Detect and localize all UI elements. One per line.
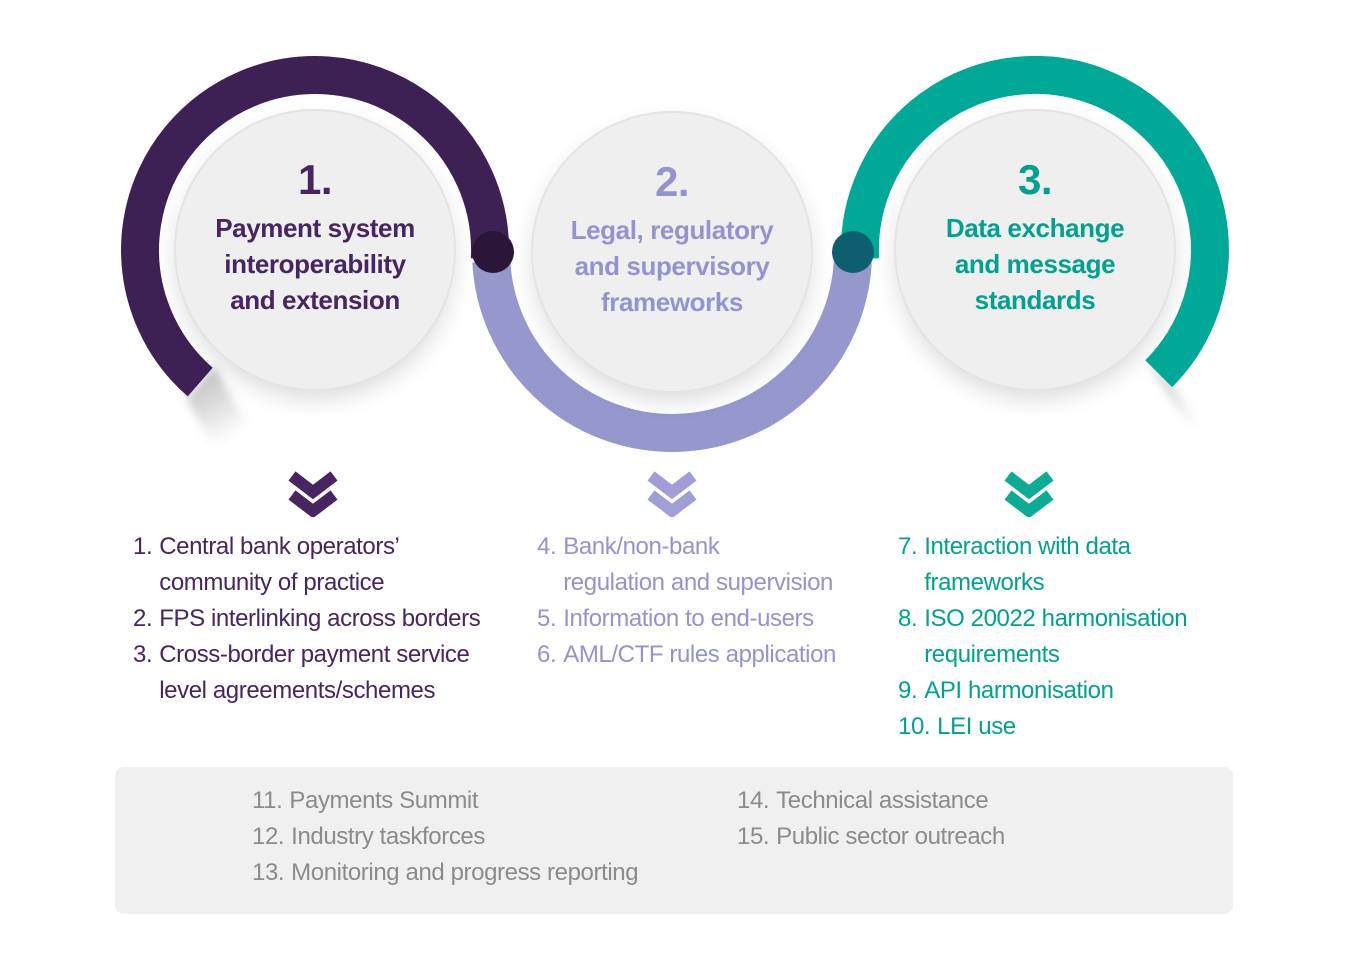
item-text: LEI use	[937, 713, 1016, 740]
ring-3-end-shadow	[1146, 359, 1207, 440]
item-text: regulation and supervision	[563, 569, 834, 596]
item-text: Cross-border payment service	[159, 641, 470, 668]
list-item: 4. Bank/non-bank regulation and supervis…	[537, 529, 836, 601]
chevron-down-icon	[647, 471, 697, 517]
item-text: requirements	[924, 641, 1060, 668]
list-item: 5. Information to end-users	[537, 601, 836, 637]
item-number: 15.	[737, 823, 770, 850]
list-item: 2. FPS interlinking across borders	[133, 601, 481, 637]
footer-list-left: 11. Payments Summit 12. Industry taskfor…	[252, 783, 639, 891]
list-item: 9. API harmonisation	[898, 673, 1187, 709]
pillar-3-action-list: 7. Interaction with data frameworks 8. I…	[898, 529, 1188, 745]
item-number: 11.	[252, 787, 283, 814]
list-item: 7. Interaction with data frameworks	[898, 529, 1187, 601]
list-item: 12. Industry taskforces	[252, 819, 638, 855]
junction-dot-1	[472, 231, 514, 273]
item-number: 10.	[898, 713, 931, 740]
item-text: FPS interlinking across borders	[159, 605, 481, 632]
ring-2-arc	[472, 260, 872, 452]
item-text: ISO 20022 harmonisation	[924, 605, 1188, 632]
item-text: Technical assistance	[776, 787, 989, 814]
item-text: Central bank operators’	[159, 533, 400, 560]
chevron-down-icon	[1004, 471, 1054, 517]
item-text: Public sector outreach	[776, 823, 1005, 850]
item-text: Monitoring and progress reporting	[291, 859, 639, 886]
ring-1-arc	[121, 56, 510, 397]
item-text: Interaction with data	[924, 533, 1131, 560]
item-text: AML/CTF rules application	[563, 641, 836, 668]
item-text: API harmonisation	[924, 677, 1114, 704]
item-number: 6.	[537, 641, 557, 668]
item-number: 3.	[133, 641, 153, 668]
circle-2-background	[531, 111, 813, 393]
item-number: 4.	[537, 533, 557, 560]
item-text: community of practice	[159, 569, 385, 596]
list-item: 13. Monitoring and progress reporting	[252, 855, 639, 891]
ring-1-end-shadow	[186, 366, 246, 454]
item-text: level agreements/schemes	[159, 677, 436, 704]
item-text: Information to end-users	[563, 605, 814, 632]
item-number: 13.	[252, 859, 285, 886]
item-number: 7.	[898, 533, 918, 560]
item-text: frameworks	[924, 569, 1045, 596]
item-number: 12.	[252, 823, 285, 850]
list-item: 15. Public sector outreach	[737, 819, 1005, 855]
cross-cutting-panel: 11. Payments Summit 12. Industry taskfor…	[115, 767, 1233, 914]
item-text: Bank/non-bank	[563, 533, 720, 560]
junction-dot-2	[832, 231, 874, 273]
footer-list-right: 14. Technical assistance 15. Public sect…	[737, 783, 1005, 855]
item-number: 1.	[133, 533, 153, 560]
circle-1-background	[174, 109, 456, 391]
item-number: 2.	[133, 605, 153, 632]
item-number: 5.	[537, 605, 557, 632]
list-item: 6. AML/CTF rules application	[537, 637, 836, 673]
circle-3-background	[894, 109, 1176, 391]
pillar-1-action-list: 1. Central bank operators’ community of …	[133, 529, 481, 709]
list-item: 10. LEI use	[898, 709, 1187, 745]
item-number: 14.	[737, 787, 770, 814]
pillar-2-action-list: 4. Bank/non-bank regulation and supervis…	[537, 529, 836, 673]
chevron-down-icon	[288, 471, 338, 517]
item-text: Industry taskforces	[291, 823, 485, 850]
list-item: 8. ISO 20022 harmonisation requirements	[898, 601, 1188, 673]
ring-3-arc	[840, 55, 1229, 388]
list-item: 11. Payments Summit	[252, 783, 638, 819]
list-item: 14. Technical assistance	[737, 783, 1005, 819]
list-item: 3. Cross-border payment service level ag…	[133, 637, 480, 709]
item-text: Payments Summit	[289, 787, 479, 814]
item-number: 8.	[898, 605, 918, 632]
item-number: 9.	[898, 677, 918, 704]
list-item: 1. Central bank operators’ community of …	[133, 529, 480, 601]
